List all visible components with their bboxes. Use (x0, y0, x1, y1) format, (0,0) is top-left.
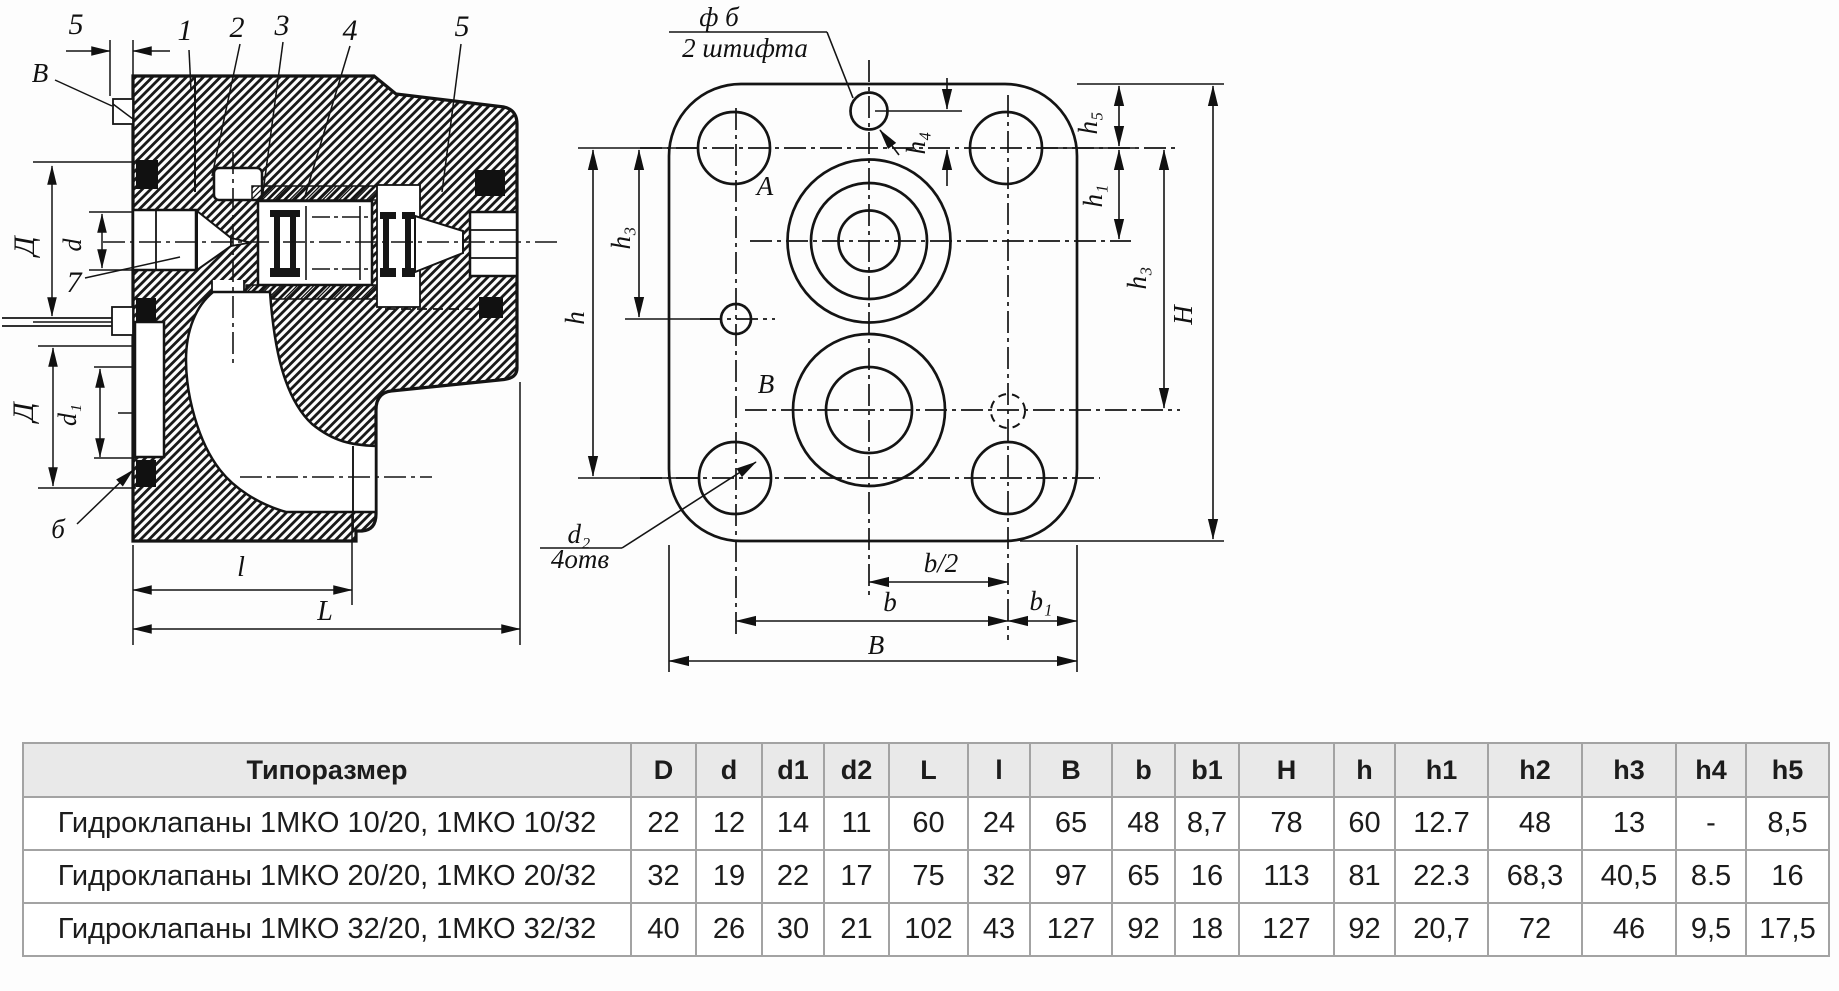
svg-text:d: d (58, 238, 87, 252)
svg-text:ф б: ф б (699, 2, 740, 32)
svg-text:7: 7 (67, 266, 84, 299)
svg-text:В: В (758, 369, 775, 399)
svg-text:b: b (883, 587, 897, 617)
svg-text:В: В (868, 630, 885, 660)
svg-text:б: б (51, 514, 66, 544)
svg-text:h₅: h₅ (1073, 112, 1103, 135)
svg-text:h₃: h₃ (606, 227, 636, 250)
svg-text:b₁: b₁ (1030, 586, 1053, 616)
svg-text:5: 5 (69, 8, 84, 41)
svg-text:h₁: h₁ (1078, 185, 1108, 208)
svg-text:1: 1 (178, 14, 193, 47)
svg-text:d₁: d₁ (53, 404, 82, 426)
svg-text:В: В (32, 58, 49, 88)
svg-text:l: l (237, 552, 245, 583)
svg-text:L: L (316, 596, 333, 627)
svg-text:2 штифта: 2 штифта (682, 33, 808, 63)
svg-text:4: 4 (343, 14, 358, 47)
svg-text:Д: Д (8, 235, 41, 259)
svg-text:А: А (755, 171, 774, 201)
svg-text:2: 2 (230, 11, 245, 44)
svg-text:b/2: b/2 (924, 548, 959, 578)
svg-text:d₂: d₂ (568, 519, 591, 549)
svg-text:4отв: 4отв (551, 544, 609, 574)
svg-text:3: 3 (274, 9, 290, 42)
svg-text:h₃: h₃ (1122, 267, 1152, 290)
svg-text:h₄: h₄ (901, 132, 931, 155)
svg-text:5: 5 (455, 10, 470, 43)
svg-text:h: h (560, 311, 590, 325)
svg-text:Н: Н (1168, 304, 1198, 326)
svg-text:Д: Д (7, 401, 40, 425)
